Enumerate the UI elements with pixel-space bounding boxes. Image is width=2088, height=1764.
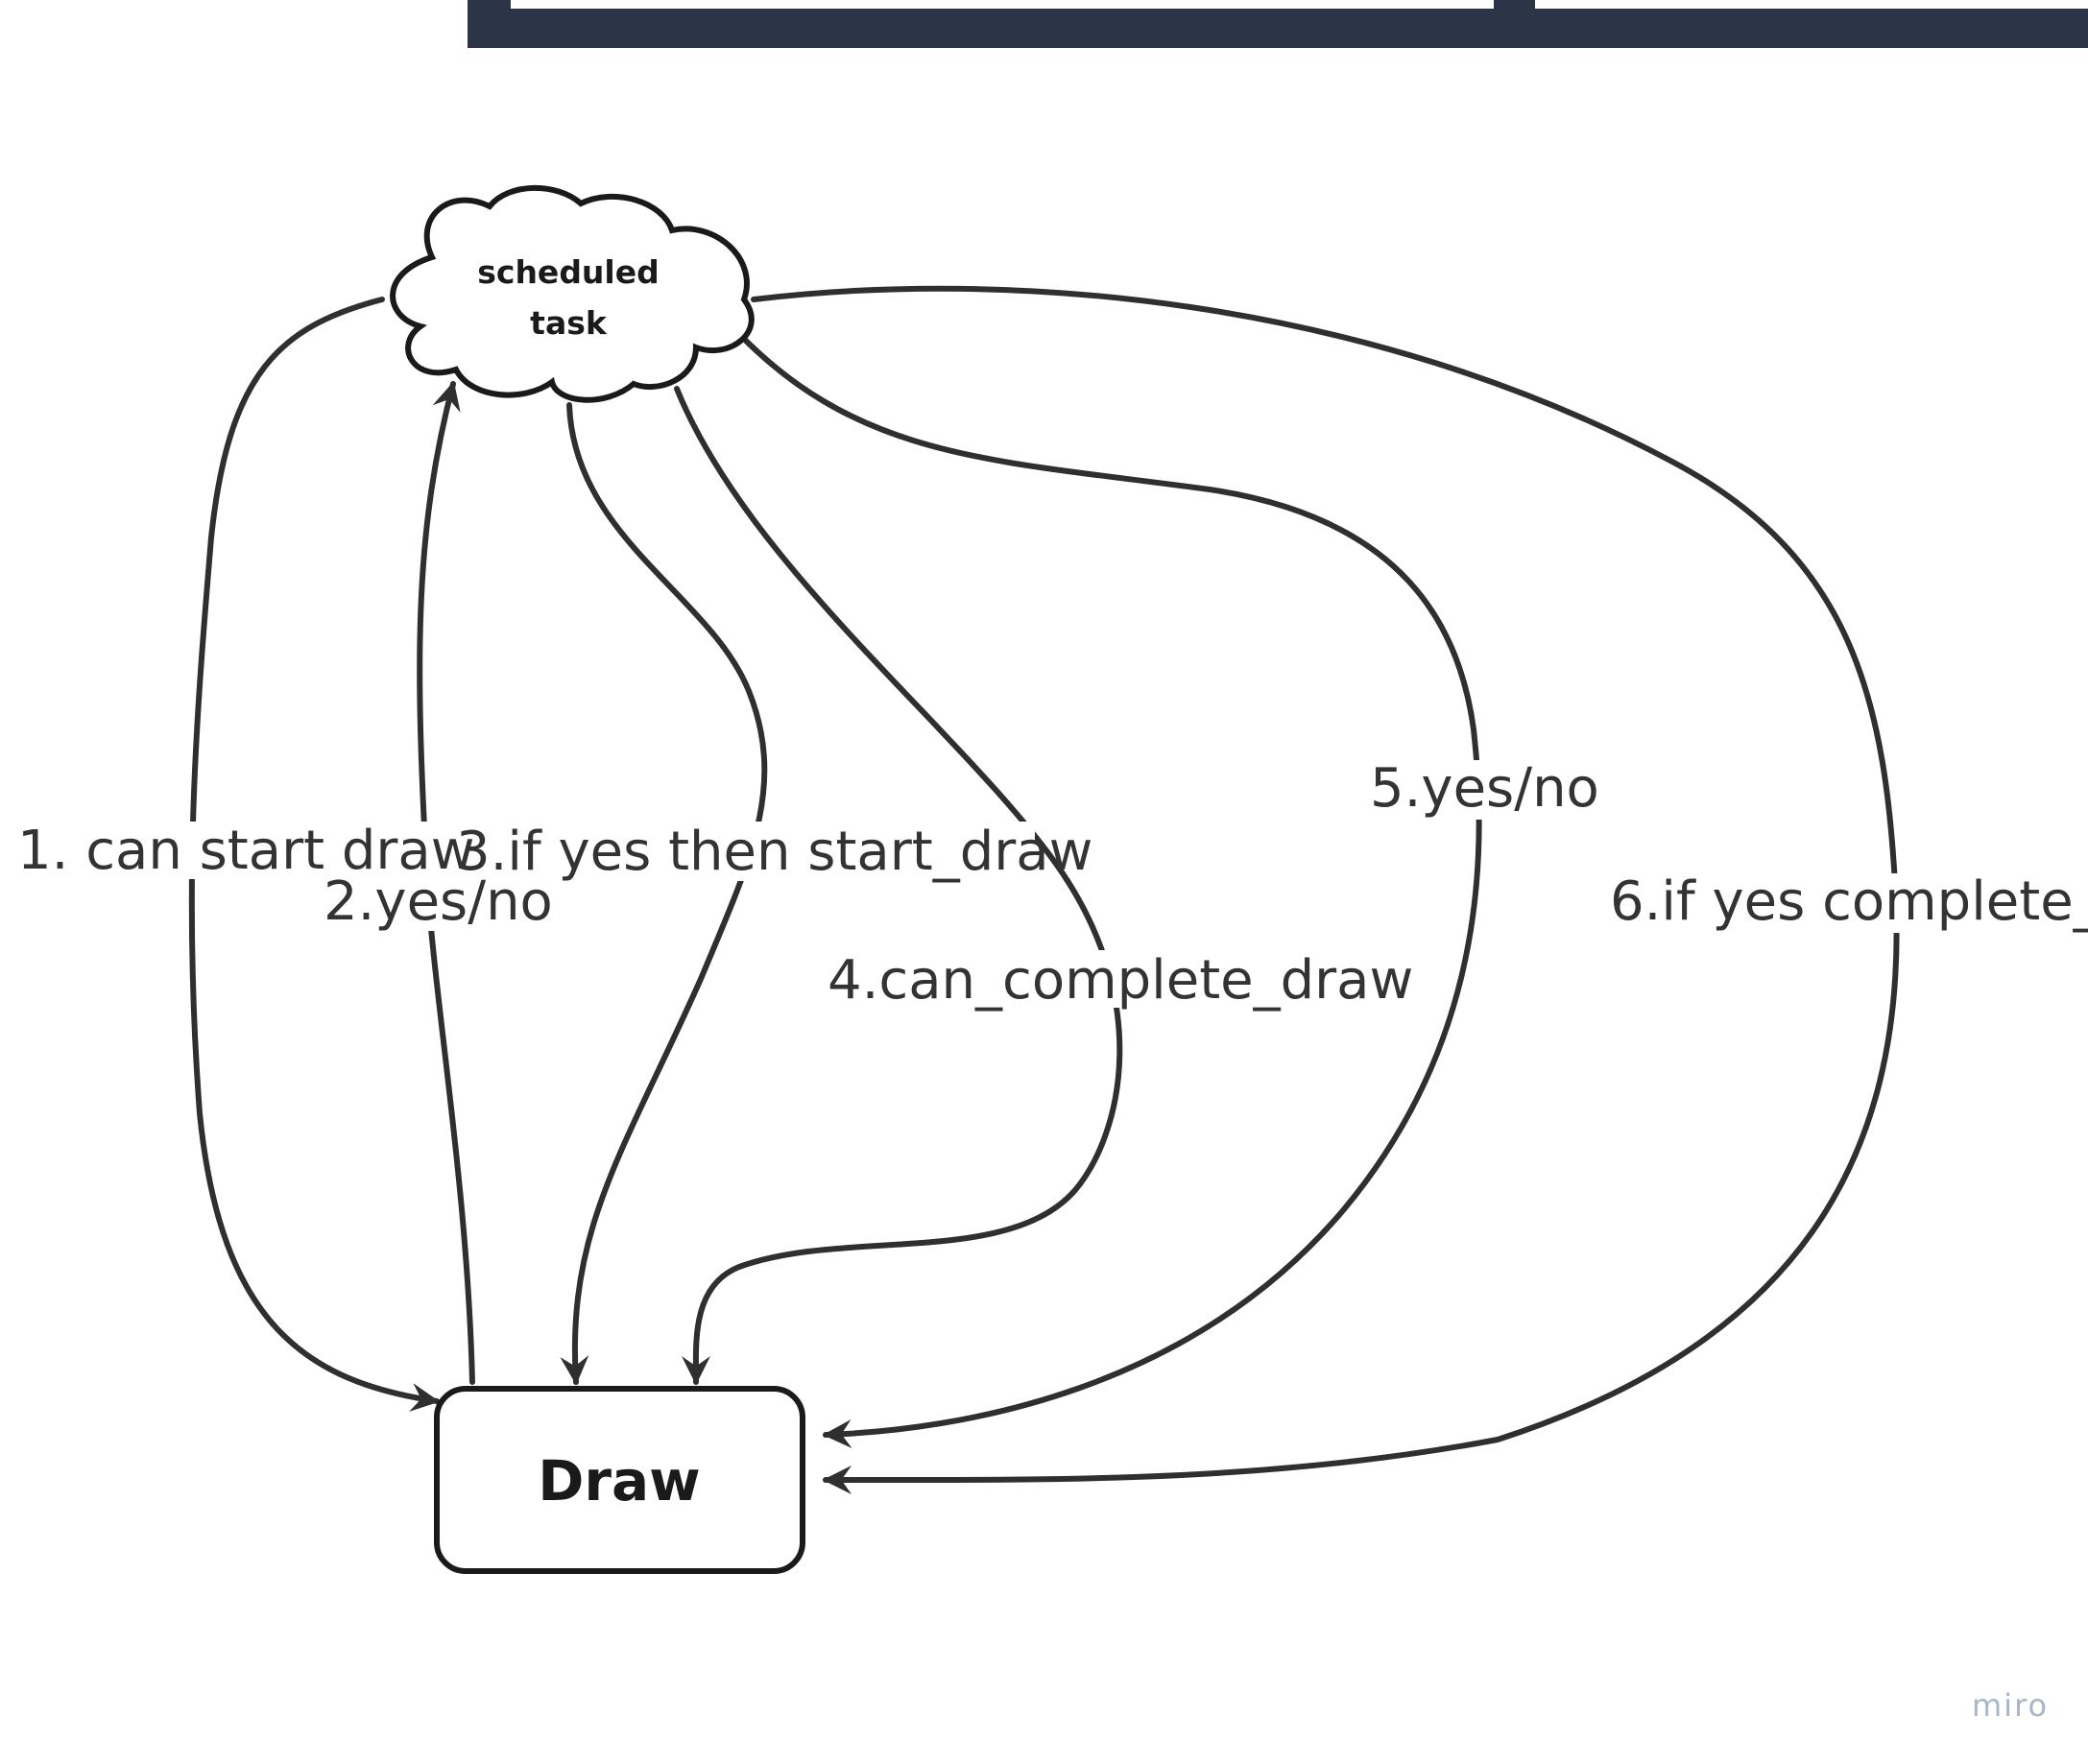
scheduled-task-label-line1: scheduled <box>477 253 660 291</box>
draw-node[interactable]: Draw <box>434 1386 805 1574</box>
edge-can-complete-draw[interactable] <box>674 386 1123 1385</box>
scheduled-task-label-line2: task <box>530 304 608 342</box>
draw-box <box>434 1386 805 1574</box>
edge-label-3: 3.if yes then start_draw <box>456 821 1092 883</box>
edge-label-1: 1. can start draw <box>17 820 475 882</box>
cloud-shape <box>390 184 755 403</box>
scheduled-task-node[interactable]: scheduled task <box>390 184 755 403</box>
edge-label-5: 5.yes/no <box>1370 757 1599 820</box>
top-frame <box>468 0 2088 48</box>
edge-label-group: 1. can start draw 2.yes/no 3.if yes then… <box>17 757 2088 1012</box>
edge-yes-no-reply[interactable] <box>738 333 1482 1449</box>
edge-label-4: 4.can_complete_draw <box>828 949 1413 1012</box>
draw-label: Draw <box>538 1448 700 1514</box>
edge-label-2: 2.yes/no <box>324 870 553 933</box>
edge-start-draw[interactable] <box>560 402 768 1385</box>
edge-label-6: 6.if yes complete_d <box>1610 870 2088 933</box>
miro-watermark: miro <box>1972 1687 2049 1724</box>
